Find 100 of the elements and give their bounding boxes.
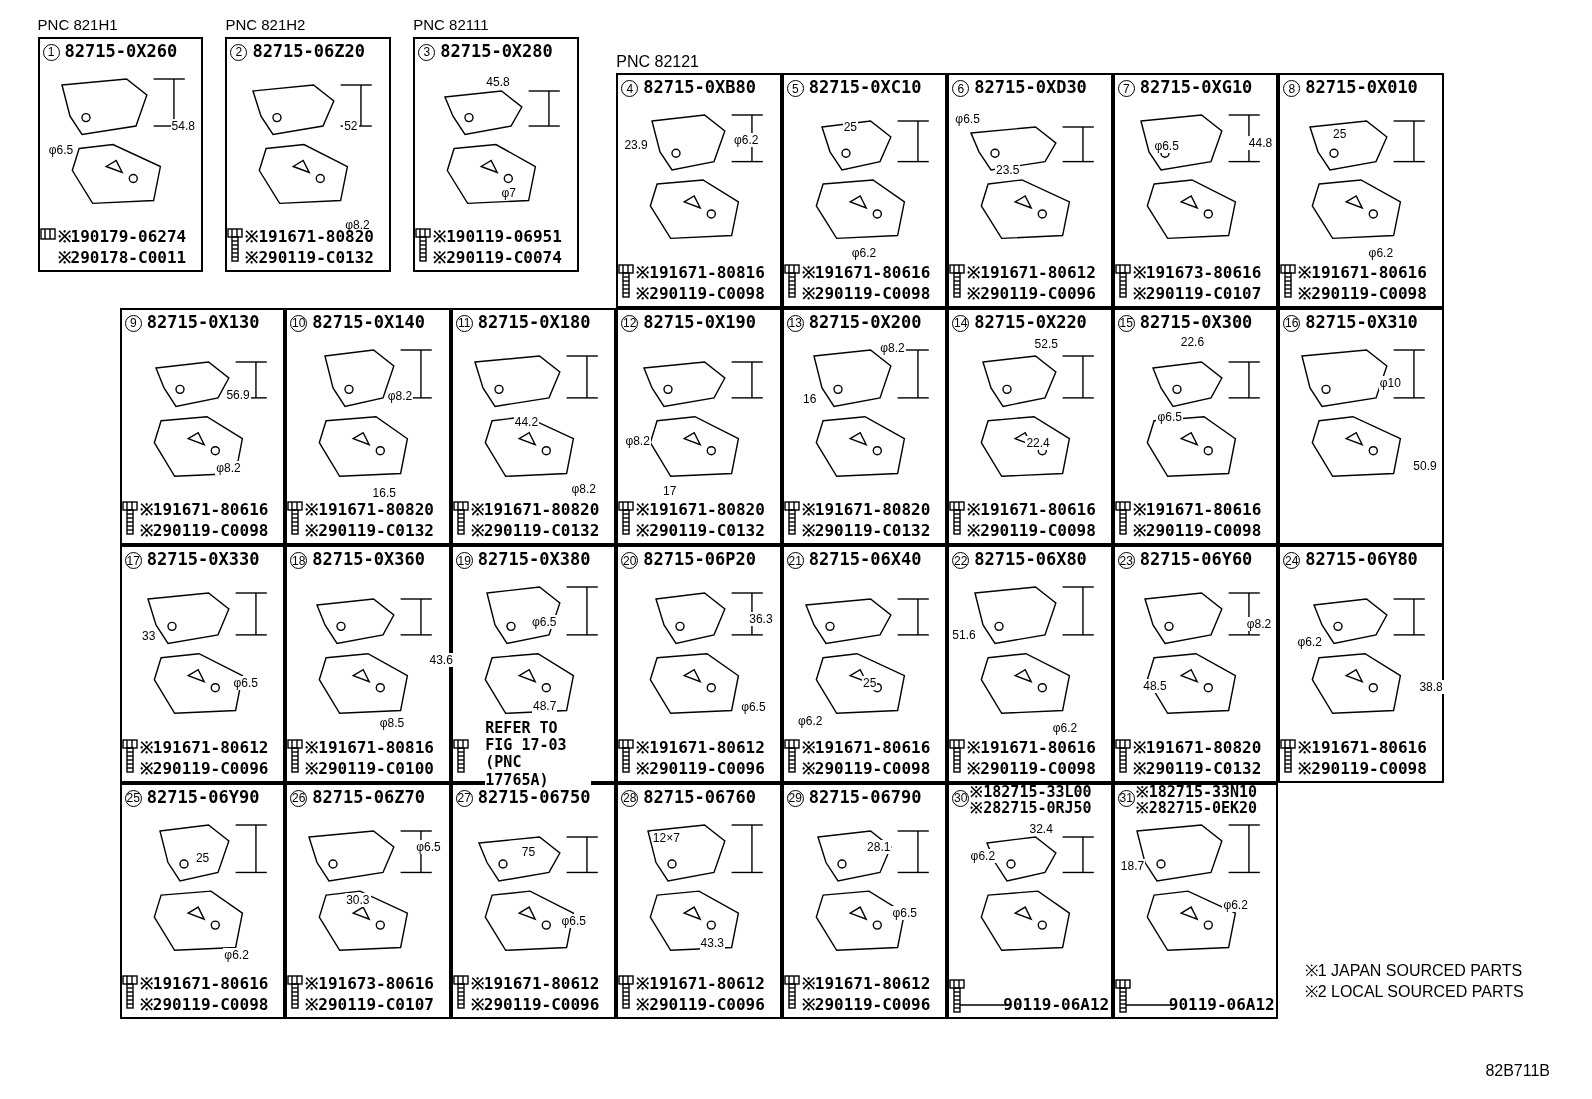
- bolt-part-number: ※191671-80616: [1132, 502, 1262, 519]
- dimension-label: φ6.5: [232, 676, 259, 691]
- dimension-label: φ6.2: [1296, 634, 1323, 649]
- group-label: PNC 82111: [413, 16, 489, 32]
- dimension-label: φ8.2: [215, 460, 242, 475]
- bolt-part-number: ※191671-80820: [801, 502, 931, 519]
- part-number: 82715-0X260: [64, 42, 178, 60]
- part-number: 82715-0X280: [440, 42, 553, 60]
- bolt-part-number: ※190179-06274: [57, 229, 187, 246]
- part-number: 82715-06790: [808, 788, 922, 806]
- part-number: 82715-0X130: [146, 313, 260, 331]
- part-number: 82715-0X140: [312, 313, 425, 331]
- dimension-label: 28.1: [866, 839, 892, 854]
- part-number: 82715-0XC10: [808, 79, 922, 97]
- dimension-label: 25: [1332, 126, 1348, 141]
- bolt-part-number: ※290119-C0098: [1298, 760, 1427, 777]
- bolt-part-number: ※290119-C0100: [305, 760, 434, 777]
- dimension-label: φ7: [500, 185, 517, 200]
- dimension-label: 43.6: [428, 652, 454, 667]
- bolt-part-number: ※191671-80616: [139, 502, 269, 519]
- bolt-part-number: 90119-06A12: [1003, 997, 1110, 1014]
- bolt-part-number: ※290119-C0132: [1132, 760, 1262, 777]
- bolt-part-number: ※290119-C0107: [305, 997, 434, 1014]
- dimension-label: φ6.2: [223, 948, 250, 963]
- dimension-label: 36.3: [748, 612, 774, 627]
- part-number: 82715-06Y80: [1305, 551, 1418, 569]
- part-number: 82715-0X180: [477, 313, 591, 331]
- bolt-part-number: ※191673-80616: [305, 976, 434, 993]
- bolt-part-number: ※191673-80616: [1132, 264, 1262, 281]
- dimension-label: 18.7: [1119, 858, 1146, 873]
- bolt-part-number: ※191671-80612: [636, 976, 765, 993]
- bolt-part-number: ※290119-C0096: [636, 760, 765, 777]
- bolt-part-number: ※191671-80612: [636, 739, 765, 756]
- dimension-label: φ8.2: [1245, 617, 1273, 632]
- part-number: 82715-06P20: [643, 551, 756, 569]
- bolt-part-number: ※290119-C0098: [967, 523, 1096, 540]
- bolt-part-number: ※290119-C0098: [1132, 523, 1262, 540]
- dimension-label: φ6.5: [891, 905, 918, 920]
- dimension-label: φ6.2: [797, 713, 824, 728]
- dimension-label: φ8.5: [378, 715, 406, 730]
- bolt-part-number: ※290119-C0098: [801, 285, 931, 302]
- part-number: ※282715-0RJ50: [970, 800, 1092, 816]
- part-number: 82715-06X80: [974, 551, 1087, 569]
- reference-note: REFER TO FIG 17-03 (PNC 17765A): [485, 719, 592, 789]
- dimension-label: 56.9: [225, 387, 251, 402]
- bolt-part-number: ※191671-80820: [636, 502, 765, 519]
- bolt-part-number: ※290119-C0098: [801, 760, 931, 777]
- part-number: 82715-06Z70: [312, 788, 425, 806]
- dimension-label: φ8.2: [570, 482, 598, 497]
- footnote: ※2 LOCAL SOURCED PARTS: [1304, 983, 1524, 1000]
- part-number: ※282715-0EK20: [1135, 800, 1258, 816]
- dimension-label: φ6.2: [969, 848, 997, 863]
- dimension-label: φ6.5: [1156, 410, 1183, 425]
- bolt-part-number: ※191671-80820: [470, 502, 600, 519]
- dimension-label: φ10: [1378, 375, 1402, 390]
- part-number: 82715-0XB80: [643, 79, 756, 97]
- bolt-part-number: ※191671-80612: [967, 264, 1096, 281]
- part-number: 82715-0XD30: [974, 79, 1087, 97]
- dimension-label: φ8.2: [386, 388, 414, 403]
- bolt-part-number: ※290119-C0074: [433, 250, 562, 267]
- group-label: PNC 82121: [616, 53, 699, 70]
- bolt-part-number: ※290119-C0096: [470, 997, 600, 1014]
- bolt-part-number: ※290119-C0098: [636, 285, 765, 302]
- bolt-part-number: ※290178-C0011: [57, 250, 187, 267]
- dimension-label: φ6.5: [560, 913, 587, 928]
- bolt-part-number: ※191671-80616: [1298, 739, 1427, 756]
- bolt-part-number: ※290119-C0096: [967, 285, 1096, 302]
- bolt-part-number: ※191671-80816: [305, 739, 434, 756]
- bolt-part-number: ※191671-80616: [801, 739, 931, 756]
- dimension-label: 43.3: [699, 936, 725, 951]
- bolt-part-number: ※290119-C0107: [1132, 285, 1262, 302]
- dimension-label: φ6.5: [415, 839, 442, 854]
- bolt-part-number: 90119-06A12: [1168, 997, 1275, 1014]
- part-number: 82715-06Y60: [1139, 551, 1253, 569]
- dimension-label: 52: [343, 118, 359, 133]
- part-number: 82715-0X310: [1305, 313, 1418, 331]
- dimension-label: 25: [842, 119, 859, 134]
- bolt-part-number: ※191671-80816: [636, 264, 765, 281]
- drawing-code: 82B711B: [1485, 1063, 1551, 1079]
- bolt-part-number: ※191671-80616: [967, 502, 1096, 519]
- bolt-part-number: ※290119-C0098: [1298, 285, 1427, 302]
- bolt-part-number: ※290119-C0132: [245, 250, 374, 267]
- bolt-part-number: ※190119-06951: [433, 229, 562, 246]
- dimension-label: 22.4: [1025, 435, 1051, 450]
- dimension-label: 48.7: [532, 698, 558, 713]
- dimension-label: 25: [862, 676, 878, 691]
- group-label: PNC 821H1: [37, 16, 118, 32]
- bolt-part-number: ※191671-80612: [801, 976, 931, 993]
- part-number: 82715-06Z20: [252, 42, 365, 60]
- dimension-label: 44.8: [1247, 136, 1274, 151]
- dimension-label: 50.9: [1412, 458, 1438, 473]
- dimension-label: φ6.2: [850, 245, 878, 260]
- dimension-label: 25: [194, 850, 211, 865]
- bolt-part-number: ※290119-C0132: [305, 523, 434, 540]
- bolt-part-number: ※290119-C0098: [967, 760, 1096, 777]
- dimension-label: 16: [802, 391, 818, 406]
- part-number: ※182715-33L00: [970, 784, 1092, 800]
- dimension-label: 48.5: [1142, 679, 1168, 694]
- part-number: 82715-0X220: [974, 313, 1087, 331]
- part-number: 82715-0X360: [312, 551, 425, 569]
